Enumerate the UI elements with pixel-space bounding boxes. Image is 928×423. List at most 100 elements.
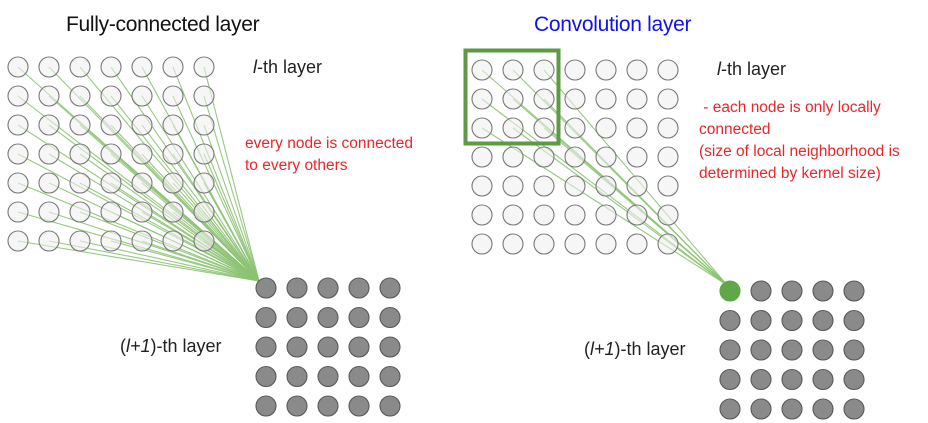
- input-node: [626, 88, 648, 110]
- output-node: [781, 309, 803, 332]
- connection-line: [172, 211, 260, 282]
- input-node: [471, 59, 493, 81]
- output-node: [719, 368, 741, 391]
- input-node: [131, 230, 153, 252]
- input-node: [564, 88, 586, 110]
- input-node: [100, 85, 122, 107]
- output-node: [317, 395, 339, 417]
- input-node: [100, 114, 122, 136]
- input-node: [7, 56, 29, 78]
- input-node: [533, 204, 555, 226]
- output-node: [286, 306, 308, 329]
- input-node: [657, 204, 679, 226]
- output-node: [781, 280, 803, 302]
- layer-suffix: -th layer: [257, 57, 323, 77]
- input-node: [595, 204, 617, 226]
- input-node: [69, 143, 91, 165]
- input-node: [38, 143, 60, 165]
- fc-annotation-line: every node is connected: [245, 135, 414, 152]
- input-node: [193, 85, 215, 107]
- input-node: [7, 114, 29, 136]
- conv-input-layer-nodes: [471, 59, 679, 255]
- output-node: [348, 336, 370, 358]
- output-node: [317, 277, 339, 299]
- input-node: [533, 88, 555, 110]
- input-node: [471, 175, 493, 197]
- input-node: [131, 114, 153, 136]
- input-node: [595, 59, 617, 81]
- output-node: [843, 309, 865, 332]
- input-node: [162, 56, 184, 78]
- input-node: [100, 143, 122, 165]
- input-node: [69, 114, 91, 136]
- output-node: [255, 306, 277, 329]
- output-node: [379, 395, 401, 417]
- connection-line: [172, 153, 260, 282]
- layer-index-italic: l+1: [126, 336, 151, 356]
- output-node: [750, 339, 772, 361]
- output-node: [317, 306, 339, 329]
- input-node: [131, 85, 153, 107]
- fc-annotation-line: to every others: [245, 157, 348, 174]
- paren-open: (: [584, 339, 590, 359]
- input-node: [100, 56, 122, 78]
- conv-annotation-line: connected: [699, 121, 771, 138]
- output-node: [781, 398, 803, 420]
- output-node: [812, 368, 834, 391]
- paren-open: (: [120, 336, 126, 356]
- conv-input-layer-label: l-th layer: [717, 59, 786, 80]
- output-node: [719, 309, 741, 332]
- fc-annotation: every node is connected to every others: [245, 133, 413, 177]
- output-node: [317, 336, 339, 358]
- input-node: [626, 146, 648, 168]
- input-node: [502, 117, 524, 139]
- input-node: [626, 204, 648, 226]
- input-node: [193, 172, 215, 194]
- input-node: [657, 117, 679, 139]
- input-node: [162, 114, 184, 136]
- connection-line: [141, 240, 260, 282]
- input-node: [7, 143, 29, 165]
- output-node: [348, 277, 370, 299]
- output-node: [719, 398, 741, 420]
- layer-suffix: )-th layer: [150, 336, 222, 356]
- output-node: [812, 398, 834, 420]
- fc-input-layer-nodes: [7, 56, 215, 252]
- fc-title: Fully-connected layer: [66, 13, 260, 36]
- layer-index-italic: l+1: [590, 339, 615, 359]
- input-node: [38, 201, 60, 223]
- conv-title: Convolution layer: [534, 13, 692, 36]
- conv-annotation-line: (size of local neighborhood is: [699, 143, 900, 160]
- output-node: [781, 339, 803, 361]
- input-node: [38, 56, 60, 78]
- input-node: [595, 117, 617, 139]
- input-node: [471, 233, 493, 255]
- layer-index-italic: l: [717, 59, 721, 79]
- input-node: [69, 172, 91, 194]
- output-node: [843, 368, 865, 391]
- output-node: [750, 309, 772, 332]
- output-node: [812, 309, 834, 332]
- output-node: [750, 398, 772, 420]
- input-node: [38, 172, 60, 194]
- input-node: [502, 175, 524, 197]
- input-node: [533, 117, 555, 139]
- conv-output-layer-label: (l+1)-th layer: [584, 339, 686, 360]
- layer-suffix: -th layer: [721, 59, 787, 79]
- kernel-box: [463, 48, 561, 146]
- output-node: [286, 395, 308, 417]
- layer-suffix: )-th layer: [614, 339, 686, 359]
- input-node: [595, 175, 617, 197]
- input-node: [193, 201, 215, 223]
- output-node: [379, 306, 401, 329]
- input-node: [162, 201, 184, 223]
- connection-line: [172, 240, 260, 282]
- output-node: [812, 280, 834, 302]
- input-node: [131, 172, 153, 194]
- output-node: [255, 395, 277, 417]
- input-node: [657, 146, 679, 168]
- output-node: [348, 306, 370, 329]
- input-node: [162, 172, 184, 194]
- input-node: [502, 59, 524, 81]
